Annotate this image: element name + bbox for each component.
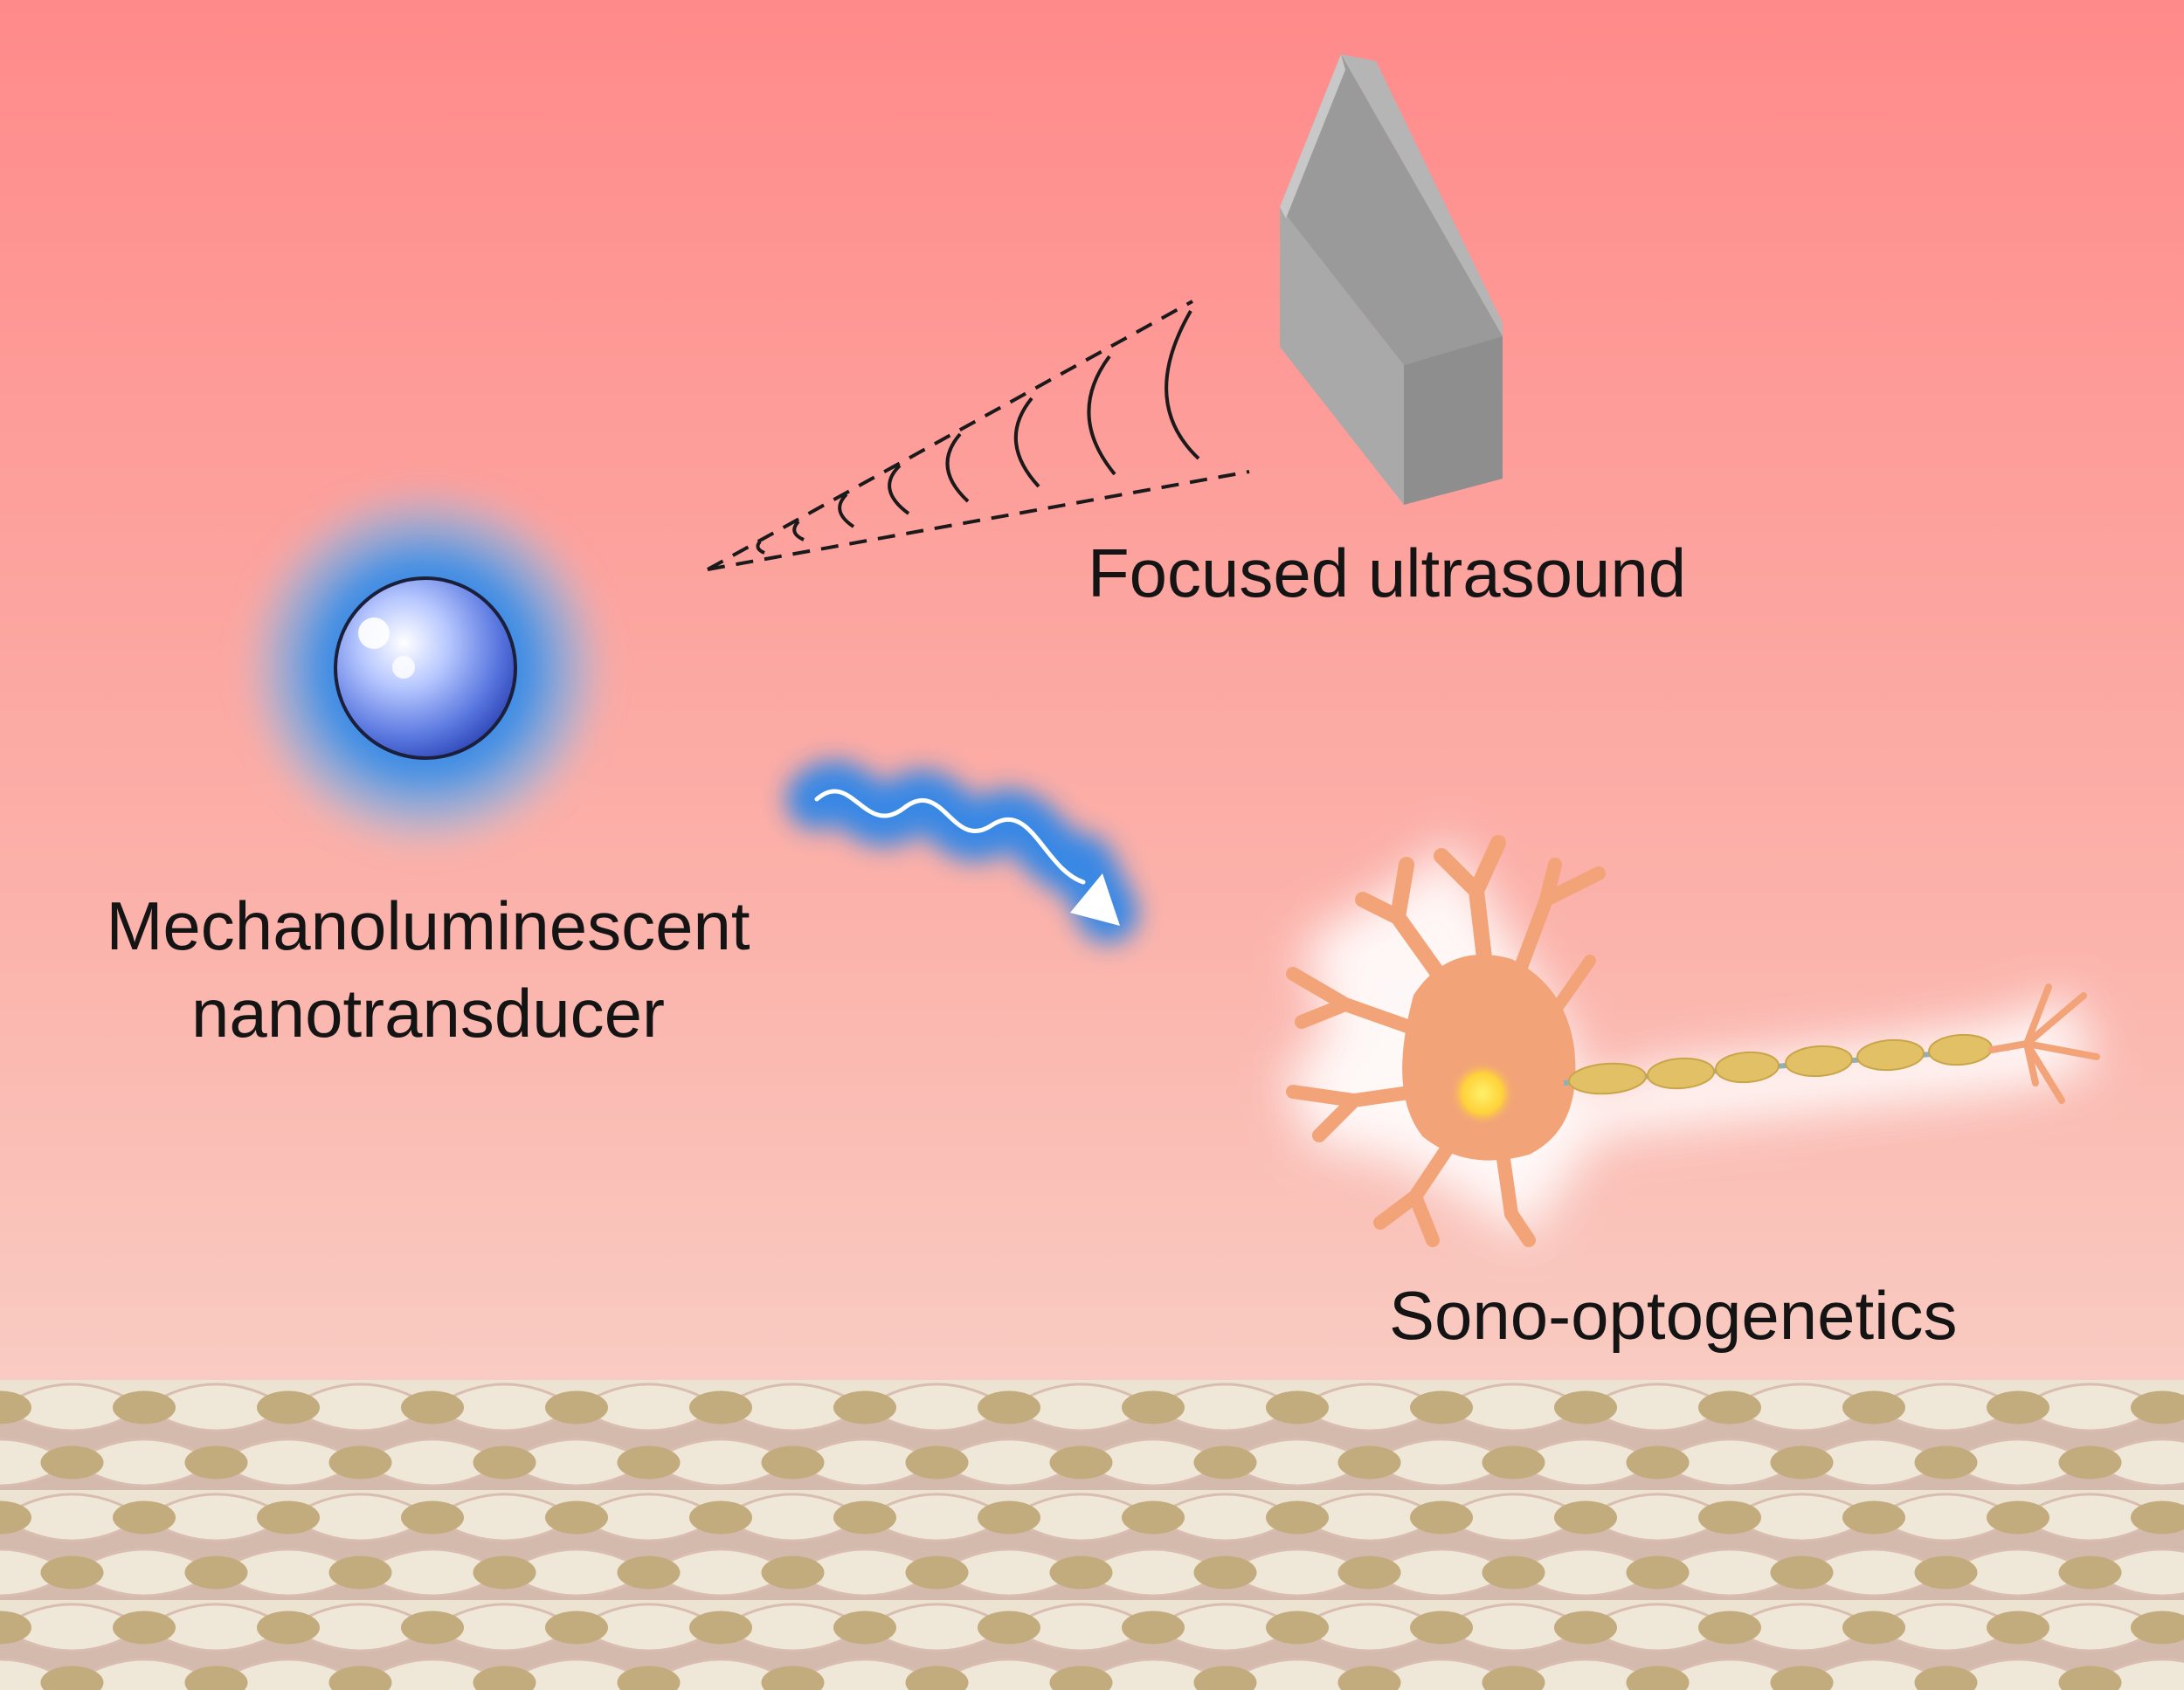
nanotransducer-label: Mechanoluminescent nanotransducer <box>70 882 786 1057</box>
nanotransducer-label-line1: Mechanoluminescent <box>70 882 786 969</box>
focused-ultrasound-label: Focused ultrasound <box>1088 529 1686 617</box>
sono-optogenetics-label: Sono-optogenetics <box>1389 1272 1957 1359</box>
tissue-cells-icon <box>0 1380 2184 1690</box>
nanoparticle-icon <box>238 480 613 856</box>
nanotransducer-label-line2: nanotransducer <box>70 969 786 1057</box>
